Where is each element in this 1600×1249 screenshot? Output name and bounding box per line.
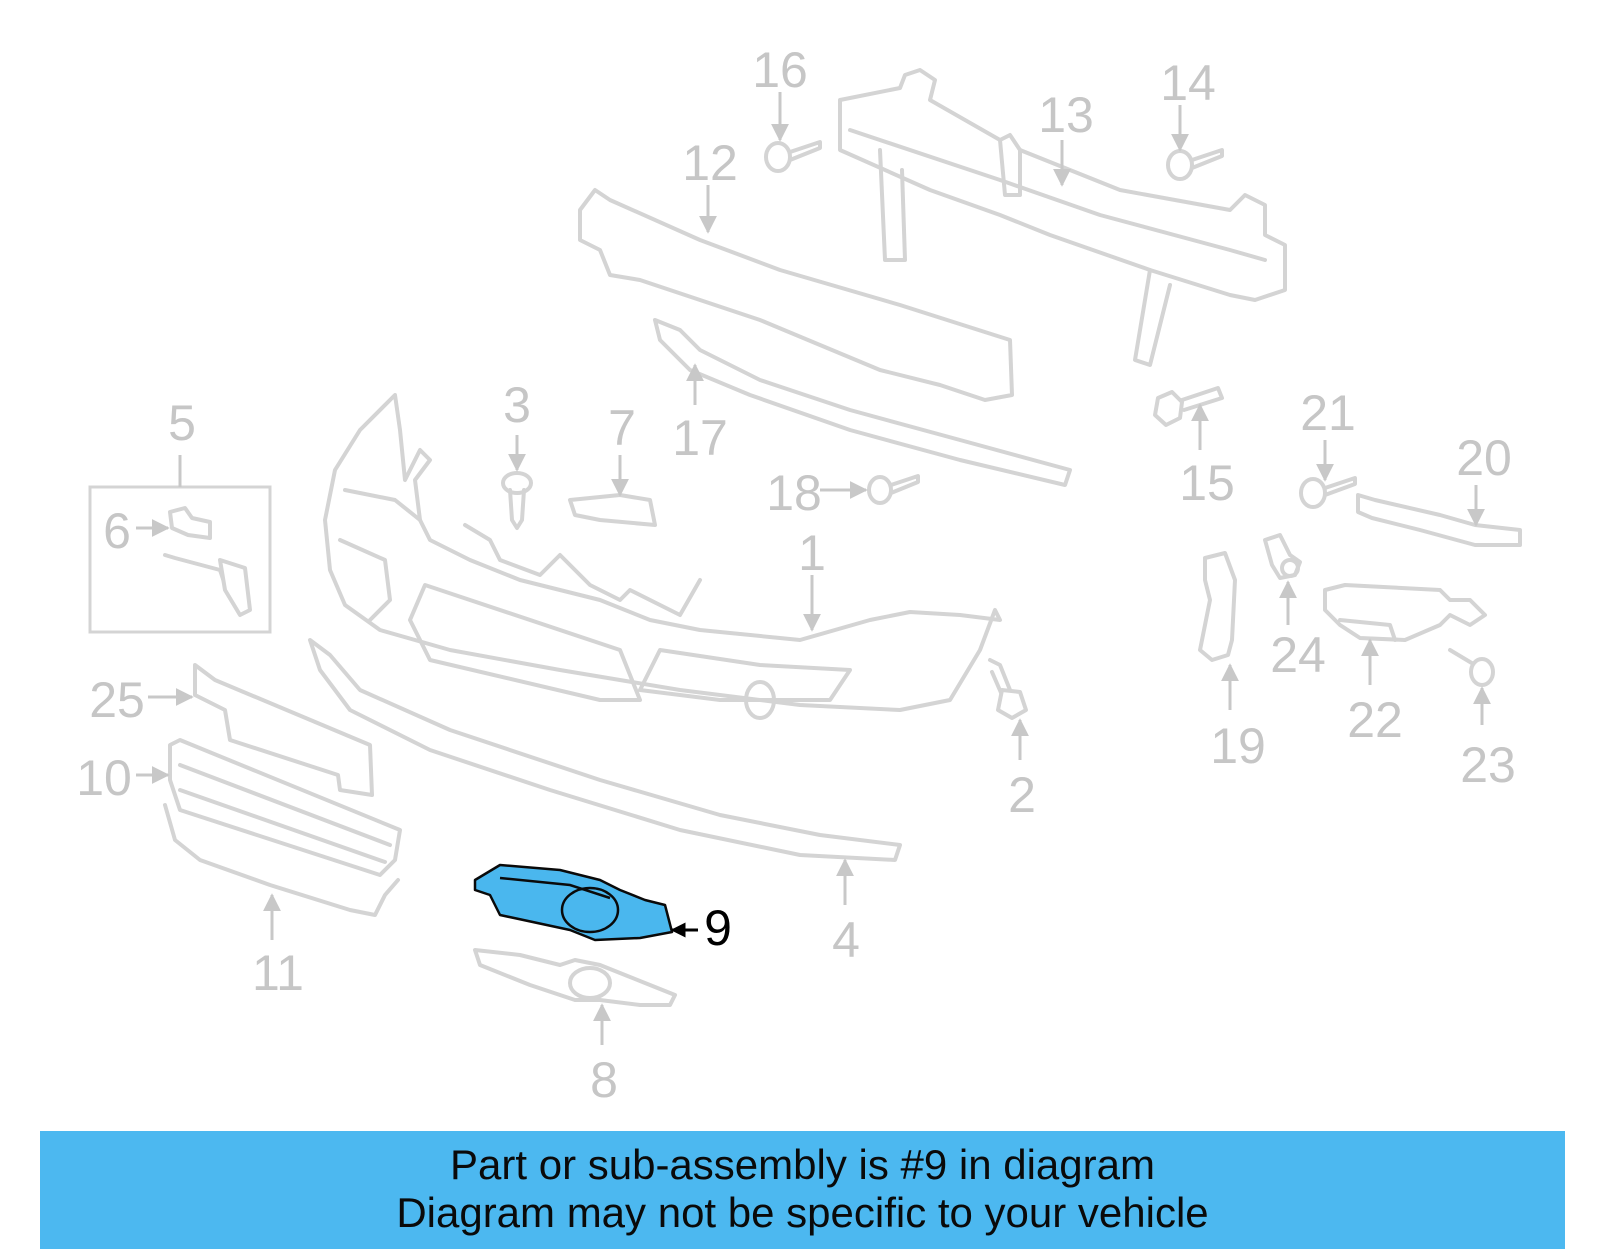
callout-23[interactable]: 23 bbox=[1460, 737, 1516, 793]
part-14-screw bbox=[1166, 148, 1224, 181]
part-25-bracket bbox=[193, 663, 374, 797]
part-22-bracket bbox=[1323, 583, 1487, 642]
callout-12[interactable]: 12 bbox=[682, 135, 738, 191]
part-8-fog-bezel bbox=[473, 948, 677, 1007]
callout-7[interactable]: 7 bbox=[608, 400, 636, 456]
part-3-clip bbox=[501, 471, 533, 530]
part-20-bracket bbox=[1356, 493, 1522, 547]
callout-19[interactable]: 19 bbox=[1210, 718, 1266, 774]
part-16-screw bbox=[764, 140, 822, 173]
callout-13[interactable]: 13 bbox=[1038, 87, 1094, 143]
part-19-bracket bbox=[1198, 551, 1237, 662]
callout-20[interactable]: 20 bbox=[1456, 430, 1512, 486]
callout-18[interactable]: 18 bbox=[766, 465, 822, 521]
callout-21[interactable]: 21 bbox=[1300, 385, 1356, 441]
callout-22[interactable]: 22 bbox=[1347, 692, 1403, 748]
callout-3[interactable]: 3 bbox=[503, 377, 531, 433]
part-23-screw bbox=[1448, 648, 1495, 687]
part-11-trim bbox=[163, 803, 400, 917]
part-10-grille bbox=[168, 738, 402, 877]
part-7-bracket bbox=[568, 493, 657, 527]
part-2-bolt bbox=[988, 658, 1028, 720]
callout-16[interactable]: 16 bbox=[752, 42, 808, 98]
part-12-energy-absorber bbox=[578, 188, 1014, 402]
part-9-fog-lamp-bracket bbox=[473, 863, 674, 942]
callout-9[interactable]: 9 bbox=[704, 900, 732, 956]
info-banner: Part or sub-assembly is #9 in diagram Di… bbox=[40, 1131, 1565, 1249]
callout-14[interactable]: 14 bbox=[1160, 55, 1216, 111]
callout-17[interactable]: 17 bbox=[672, 410, 728, 466]
parts-diagram: 1 2 3 4 5 6 7 8 9 10 11 12 13 14 15 16 1… bbox=[76, 42, 1522, 1108]
part-15-bolt bbox=[1153, 386, 1224, 427]
callout-2[interactable]: 2 bbox=[1008, 767, 1036, 823]
callout-1[interactable]: 1 bbox=[798, 525, 826, 581]
banner-line-2: Diagram may not be specific to your vehi… bbox=[396, 1189, 1209, 1236]
leader-lines bbox=[136, 92, 1491, 1045]
part-21-screw bbox=[1299, 476, 1357, 509]
callout-15[interactable]: 15 bbox=[1179, 455, 1235, 511]
callout-11[interactable]: 11 bbox=[252, 945, 304, 1001]
callout-4[interactable]: 4 bbox=[832, 912, 860, 968]
callout-5[interactable]: 5 bbox=[168, 395, 196, 451]
part-18-screw bbox=[867, 474, 920, 505]
part-24-clip bbox=[1263, 533, 1302, 580]
callout-8[interactable]: 8 bbox=[590, 1052, 618, 1108]
callout-25[interactable]: 25 bbox=[89, 672, 145, 728]
callout-10[interactable]: 10 bbox=[76, 750, 132, 806]
part-1-bumper-cover bbox=[323, 393, 1002, 720]
callout-6[interactable]: 6 bbox=[103, 503, 131, 559]
callout-24[interactable]: 24 bbox=[1270, 627, 1326, 683]
part-4-lower-lip bbox=[308, 638, 902, 862]
banner-line-1: Part or sub-assembly is #9 in diagram bbox=[450, 1141, 1155, 1188]
